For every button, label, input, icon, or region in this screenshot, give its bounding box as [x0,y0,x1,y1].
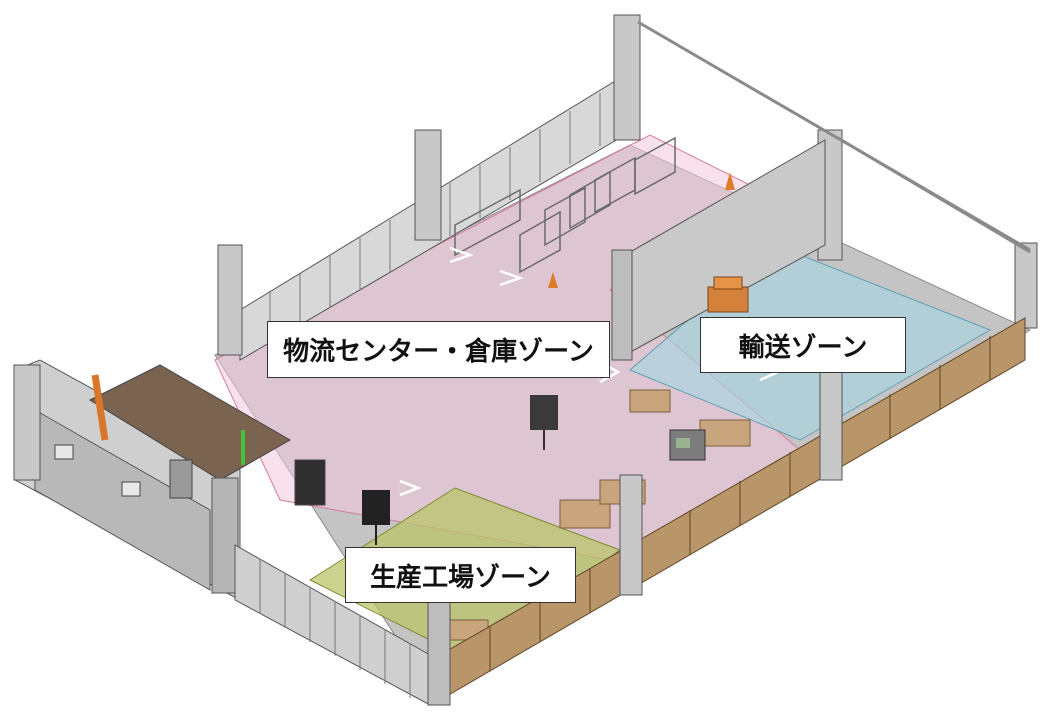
front-pillar-2 [619,474,643,596]
front-pillar-4 [427,599,451,706]
storage-racks [454,136,676,274]
monitor-stand-2 [362,490,390,545]
partition-pillar [611,249,633,361]
office-window [54,444,74,460]
traffic-cone-1 [725,172,735,190]
pallet-stack [707,276,749,313]
doorway [294,459,326,506]
logistics-zone-label: 物流センター・倉庫ゾーン [267,321,610,378]
office-window-2 [121,481,141,497]
transport-zone-label: 輸送ゾーン [700,317,906,373]
inner-boundary-line [837,136,1031,254]
pillar-back-1 [217,244,243,356]
orange-beam [91,374,109,441]
back-fence-panels [269,93,601,343]
pillar-back-2 [414,129,442,241]
factory-zone-label: 生産工場ゾーン [345,547,576,603]
monitor-stand-1 [530,395,558,450]
forklift [669,429,706,461]
front-pillar [211,477,239,594]
pillar-back-3 [613,14,641,141]
office-door [169,459,193,499]
office-pillar [13,364,41,481]
office-floor [88,364,292,481]
front-fence-panels [259,559,411,698]
pillar-right-2 [1014,242,1038,329]
traffic-cone-2 [548,272,558,288]
front-pillar-3 [819,369,843,481]
